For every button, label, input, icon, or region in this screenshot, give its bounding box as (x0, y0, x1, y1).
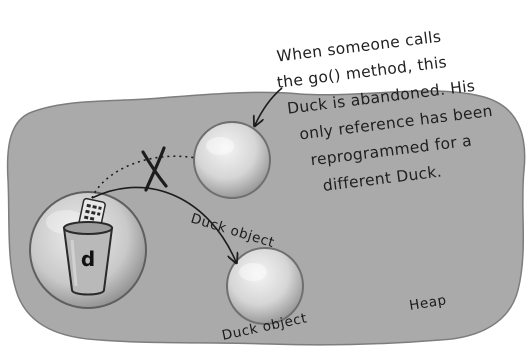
reference-variable-name: d (81, 247, 95, 271)
abandoned-duck-object (194, 122, 270, 198)
abandoned-duck-highlight (206, 137, 234, 155)
referenced-duck-highlight (239, 263, 267, 281)
